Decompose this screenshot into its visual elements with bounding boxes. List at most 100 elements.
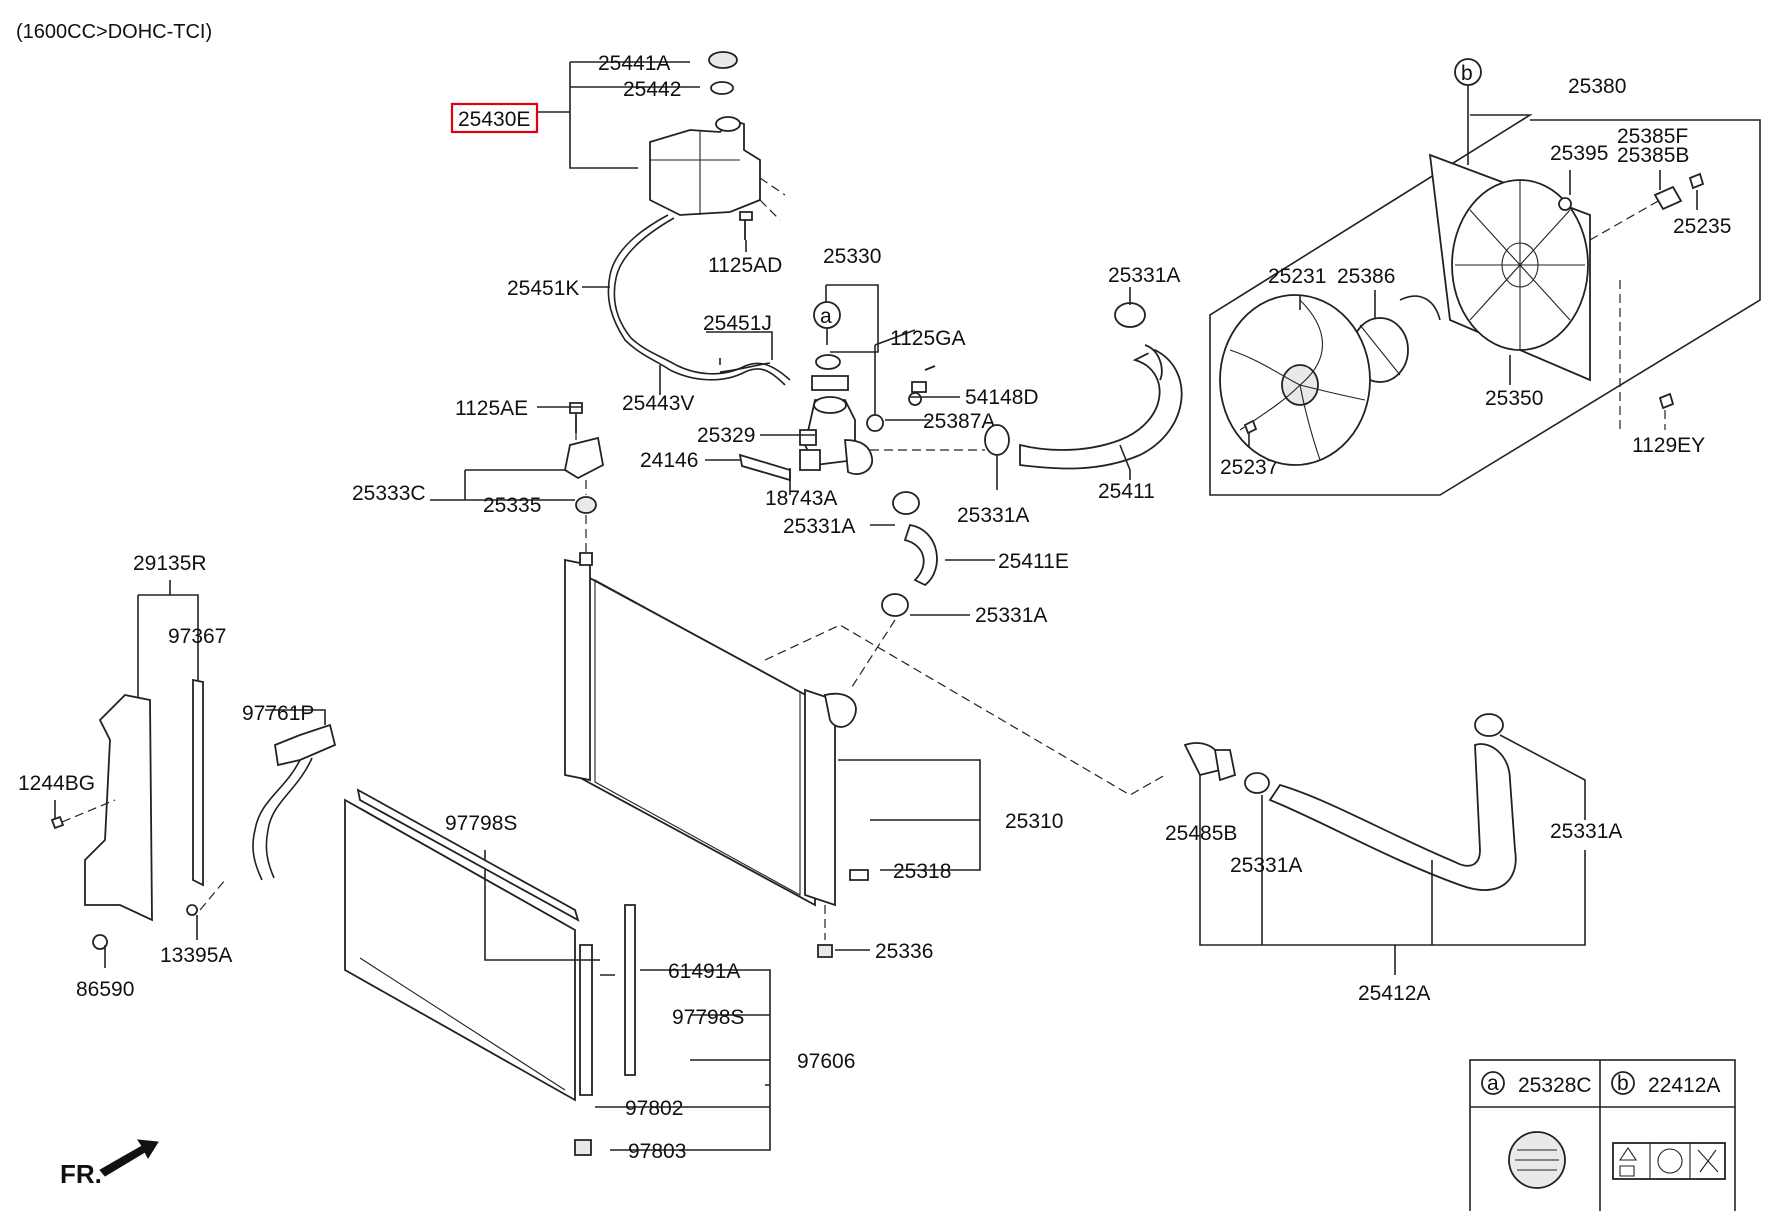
label-25411E: 25411E (998, 550, 1069, 573)
air-guard-29135R (84, 694, 153, 922)
direction-label: FR. (60, 1159, 102, 1189)
label-97802: 97802 (625, 1097, 683, 1120)
label-24146: 24146 (640, 449, 698, 472)
nut-86590 (92, 934, 108, 950)
clamp-mid (984, 424, 1010, 456)
label-25441A: 25441A (598, 52, 670, 75)
bracket-24146 (738, 453, 791, 482)
reservoir-group: 25441A 25442 25430E 1125AD 25451K (450, 51, 791, 386)
radiator-left-tank (564, 558, 591, 782)
label-97798S-1: 97798S (445, 812, 517, 835)
bolt-1125GA (911, 365, 936, 393)
label-97803: 97803 (628, 1140, 686, 1163)
label-25331A-5: 25331A (1550, 820, 1622, 843)
gasket (811, 375, 849, 391)
legend-a-marker: a (1487, 1072, 1499, 1095)
label-25380: 25380 (1568, 75, 1626, 98)
upper-hoses: 25331A 25411 25331A 25331A 25411E 25331A (783, 264, 1183, 691)
bolt-1129EY (1658, 392, 1675, 410)
label-25333C: 25333C (352, 482, 426, 505)
insulator-25336 (817, 944, 833, 958)
label-86590: 86590 (76, 978, 134, 1001)
radiator-group: 25310 25318 25336 (564, 552, 1166, 963)
reservoir-cap (708, 51, 738, 69)
label-25395: 25395 (1550, 142, 1608, 165)
label-29135R: 29135R (133, 552, 207, 575)
label-25387A: 25387A (923, 410, 995, 433)
label-25386: 25386 (1337, 265, 1395, 288)
clamp-lower-3 (1244, 772, 1270, 794)
hose-25411 (1019, 348, 1183, 470)
marker-a: a (820, 305, 832, 328)
reservoir-seal (710, 81, 734, 95)
label-1125GA: 1125GA (890, 327, 966, 350)
fan-assembly: b 25380 25385F 25385B 25395 25235 25231 … (1209, 58, 1761, 496)
label-25430E: 25430E (458, 108, 530, 131)
label-25336: 25336 (875, 940, 933, 963)
hose-25411E (903, 523, 938, 587)
label-61491A: 61491A (668, 960, 740, 983)
legend-a-circle (1481, 1071, 1505, 1095)
clamp-upper (1114, 302, 1146, 328)
fitting-25485B (1183, 742, 1222, 777)
resistor-25385 (1653, 185, 1683, 211)
label-25442: 25442 (623, 78, 681, 101)
label-25451J: 25451J (703, 312, 772, 335)
bolt-54148D (908, 392, 922, 406)
bolt-1244BG (50, 815, 65, 830)
label-25331A-1: 25331A (1108, 264, 1180, 287)
receiver-drier (579, 944, 593, 1096)
reservoir-tank (649, 118, 761, 216)
label-97761P: 97761P (242, 702, 314, 725)
label-25329: 25329 (697, 424, 755, 447)
legend-a-part: 25328C (1518, 1074, 1592, 1097)
label-25451K: 25451K (507, 277, 579, 300)
label-1125AE: 1125AE (455, 397, 528, 420)
bracket-25333C (563, 436, 605, 480)
grommet-25395 (1558, 197, 1572, 211)
bolt-1125AD (739, 211, 753, 240)
legend-table: a 25328C b 22412A (1469, 1059, 1736, 1211)
label-25331A-6: 25331A (1230, 854, 1302, 877)
label-54148D: 54148D (965, 386, 1039, 409)
inlet-group: a 25330 1125GA 25329 24146 18743A 54148D… (622, 245, 1039, 510)
label-25330: 25330 (823, 245, 881, 268)
condenser (344, 798, 576, 1102)
bolt-25235 (1688, 172, 1705, 190)
front-direction: FR. (60, 1139, 159, 1189)
label-25350: 25350 (1485, 387, 1543, 410)
seal-61491A (624, 904, 636, 1076)
label-18743A: 18743A (765, 487, 837, 510)
label-25485B: 25485B (1165, 822, 1237, 845)
label-25335: 25335 (483, 494, 541, 517)
seal-97798S (356, 788, 580, 922)
lower-hoses: 25331A 25485B 25331A 25412A (1165, 713, 1622, 1005)
label-1244BG: 1244BG (18, 772, 95, 795)
label-25411: 25411 (1098, 480, 1155, 503)
label-25310: 25310 (1005, 810, 1063, 833)
clamp-lower-1 (892, 491, 920, 515)
label-1125AD: 1125AD (708, 254, 782, 277)
bushing-97803 (574, 1139, 592, 1156)
hose-25451K (607, 214, 786, 386)
bolt-25237 (1243, 419, 1258, 435)
drain-plug-25318 (849, 869, 869, 881)
label-97798S-2: 97798S (672, 1006, 744, 1029)
o-ring (815, 354, 841, 370)
label-25235: 25235 (1673, 215, 1731, 238)
bracket-18743A (799, 449, 821, 471)
legend-b-marker: b (1617, 1072, 1629, 1095)
legend-frame (1469, 1059, 1736, 1211)
label-25385F: 25385F (1617, 125, 1688, 148)
legend-b-circle (1611, 1071, 1635, 1095)
diagram-title: (1600CC>DOHC-TCI) (16, 21, 212, 43)
clamp-upper-right (1474, 713, 1504, 737)
label-25443V: 25443V (622, 392, 694, 415)
label-25412A: 25412A (1358, 982, 1430, 1005)
label-25331A-2: 25331A (957, 504, 1029, 527)
clip-13395A (186, 904, 198, 916)
sensor-25387A (866, 414, 884, 432)
front-arrow-icon (99, 1139, 159, 1177)
bolt-1125AE (569, 402, 583, 433)
